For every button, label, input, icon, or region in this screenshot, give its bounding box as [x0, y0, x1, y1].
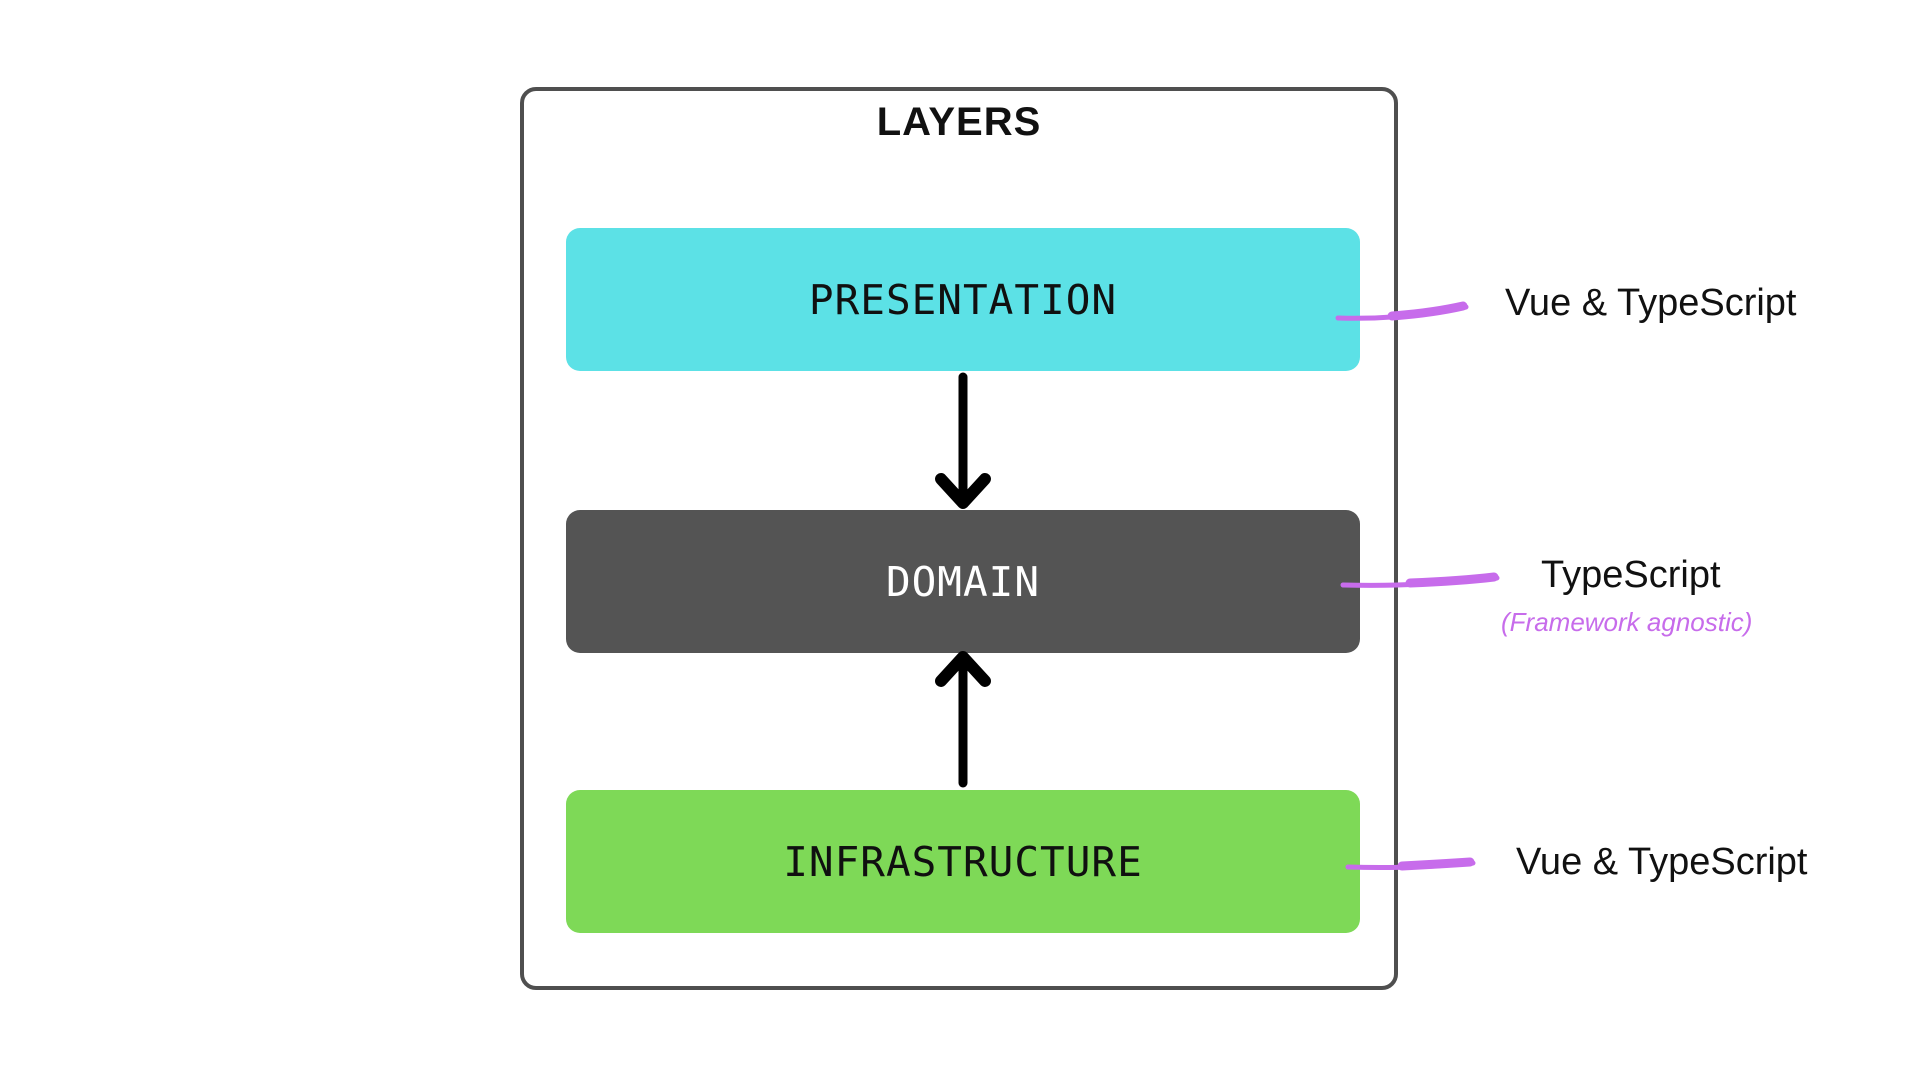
layer-label-presentation: PRESENTATION — [808, 275, 1118, 324]
annotation-domain: TypeScript — [1541, 554, 1721, 596]
annotation-domain-note: (Framework agnostic) — [1501, 607, 1753, 637]
annotation-infrastructure: Vue & TypeScript — [1516, 841, 1808, 883]
layer-box-domain: DOMAIN — [566, 510, 1360, 653]
layer-label-domain: DOMAIN — [885, 557, 1041, 606]
diagram-title: LAYERS — [876, 100, 1042, 144]
layer-box-presentation: PRESENTATION — [566, 228, 1360, 371]
annotation-presentation: Vue & TypeScript — [1505, 282, 1797, 324]
layer-label-infrastructure: INFRASTRUCTURE — [783, 837, 1143, 886]
layer-box-infrastructure: INFRASTRUCTURE — [566, 790, 1360, 933]
